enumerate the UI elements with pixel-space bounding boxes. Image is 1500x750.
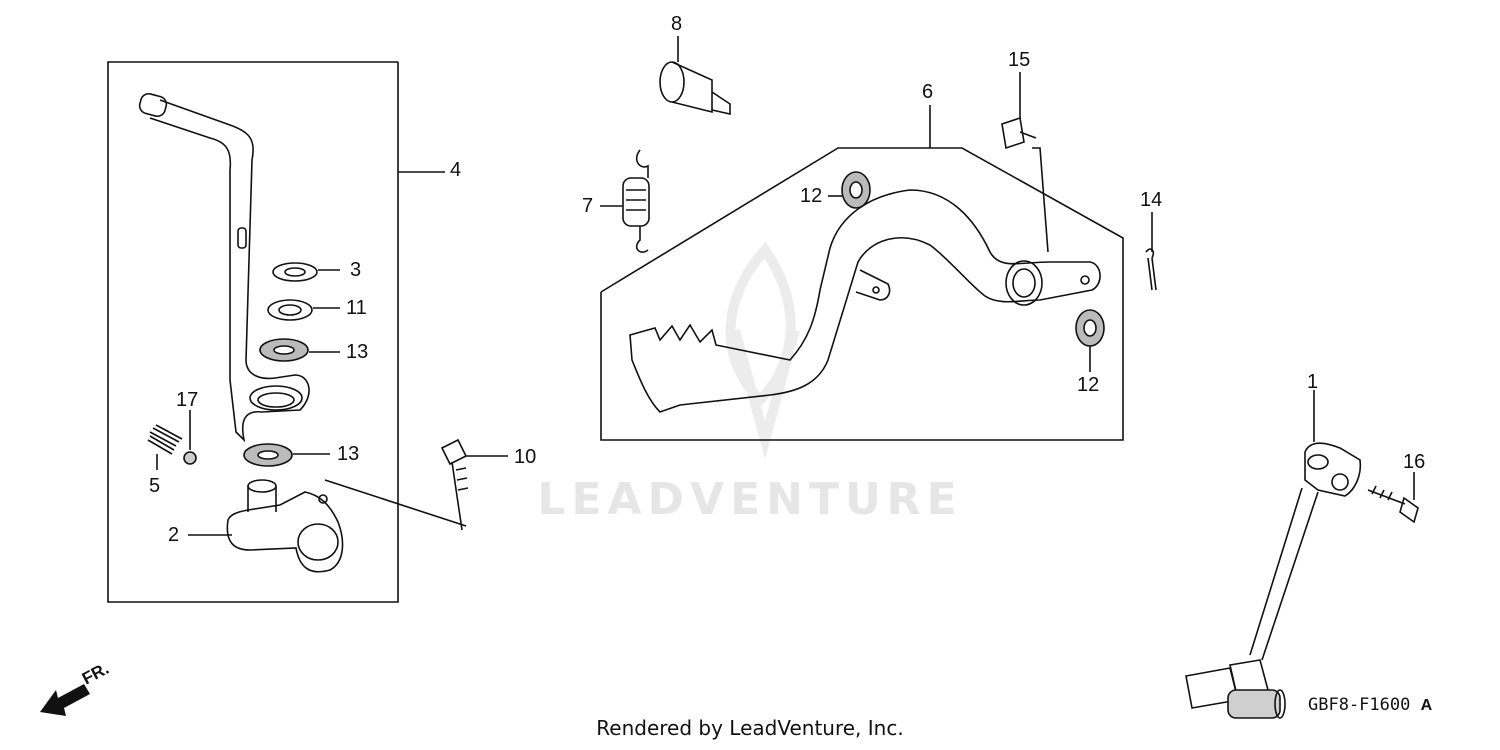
- kick-arm: [138, 92, 310, 443]
- brake-pedal-group: [600, 36, 1157, 441]
- callout-14: 14: [1140, 189, 1163, 211]
- part-10-bolt: [440, 438, 469, 531]
- callout-7: 7: [582, 195, 594, 217]
- part-2-kick-spindle: [226, 479, 344, 573]
- leader-10-assembly: [324, 479, 467, 527]
- callout-12-lower: 12: [1077, 374, 1100, 396]
- part-14-cotter-pin: [1145, 248, 1157, 291]
- watermark-logo: [725, 241, 800, 460]
- figure-code-main: GBF8-F1600: [1308, 695, 1411, 715]
- callout-10: 10: [514, 446, 537, 468]
- callout-8: 8: [671, 13, 683, 35]
- figure-code-suffix: A: [1420, 697, 1433, 714]
- group-box-left: [107, 61, 399, 603]
- part-7-return-spring: [622, 149, 650, 253]
- callout-4: 4: [450, 159, 462, 181]
- figure-code: GBF8-F1600 A: [1308, 695, 1432, 715]
- part-5-spring: [147, 424, 183, 455]
- callout-5: 5: [149, 475, 161, 497]
- part-16-bolt: [1367, 485, 1419, 524]
- part-12-bearing-upper: [841, 171, 871, 209]
- callout-12-upper: 12: [800, 185, 823, 207]
- part-17-ball: [183, 451, 197, 465]
- kick-starter-group: [107, 61, 508, 603]
- footer-credit: Rendered by LeadVenture, Inc.: [596, 716, 904, 740]
- callout-11: 11: [346, 297, 367, 319]
- part-1-gearshift-pedal: [1185, 442, 1362, 719]
- watermark-text: LEADVENTURE: [537, 474, 963, 525]
- callout-3: 3: [350, 259, 362, 281]
- front-arrow-icon: [40, 684, 90, 716]
- callout-15: 15: [1008, 49, 1031, 71]
- part-12-bearing-lower: [1075, 309, 1105, 347]
- part-13-washer-lower: [243, 443, 293, 467]
- callout-16: 16: [1403, 451, 1426, 473]
- callout-13-lower: 13: [337, 443, 360, 465]
- leader-15-assembly: [1032, 147, 1049, 253]
- callout-2: 2: [168, 524, 180, 546]
- part-3-circlip: [272, 262, 318, 282]
- callout-13-upper: 13: [346, 341, 369, 363]
- part-8-pivot-bolt: [659, 61, 731, 115]
- part-13-washer-upper: [259, 338, 309, 362]
- callout-6: 6: [922, 81, 934, 103]
- part-6-brake-pedal: [629, 189, 1101, 413]
- gearshift-group: [1185, 390, 1419, 719]
- callout-17: 17: [176, 389, 199, 411]
- group-box-center: [600, 147, 1124, 441]
- callout-1: 1: [1307, 371, 1319, 393]
- part-11-washer: [267, 299, 313, 321]
- part-15-bolt: [1001, 116, 1037, 150]
